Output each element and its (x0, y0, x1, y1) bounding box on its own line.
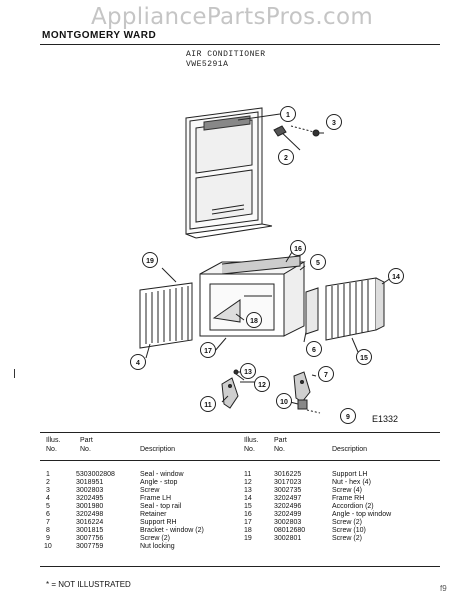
col-illus-left: Illus. (46, 437, 61, 444)
callout-label-16: 16 (294, 246, 302, 253)
callout-12 (254, 376, 270, 392)
callout-19 (142, 252, 158, 268)
callout-15 (356, 349, 372, 365)
table-header-rule (40, 460, 440, 461)
callout-3 (326, 114, 342, 130)
callout-7 (318, 366, 334, 382)
page-number: f9 (440, 584, 447, 593)
callout-label-8: 18 (250, 318, 258, 325)
col-illus-no-right: No. (244, 446, 255, 453)
screw-part (312, 129, 324, 137)
table-bottom-rule (40, 566, 440, 567)
brand-name: MONTGOMERY WARD (42, 30, 157, 41)
callout-1 (280, 106, 296, 122)
callout-label-5: 5 (316, 260, 320, 267)
callout-17 (200, 342, 216, 358)
header-rule (40, 44, 440, 45)
callout-10 (276, 393, 292, 409)
angle-stop-part (273, 125, 287, 137)
window-bracket (297, 399, 321, 414)
col-desc-left: Description (140, 446, 176, 453)
watermark: AppliancePartsPros.com (90, 4, 374, 30)
callout-label-17: 17 (204, 348, 212, 355)
exploded-parts-diagram: 1 2 3 4 5 6 7 18 9 10 11 12 13 14 15 16 … (130, 106, 404, 424)
callout-6 (306, 341, 322, 357)
right-frame-accordion (325, 277, 385, 341)
callout-11 (200, 396, 216, 412)
left-frame-accordion (139, 282, 193, 349)
callout-label-11: 11 (204, 402, 212, 409)
callout-9 (340, 408, 356, 424)
callout-5 (310, 254, 326, 270)
callout-label-7: 7 (324, 372, 328, 379)
window-frame (185, 107, 273, 239)
col-part-right: Part (274, 437, 287, 444)
callout-label-3: 3 (332, 120, 336, 127)
callout-13 (240, 363, 256, 379)
footnote: * = NOT ILLUSTRATED (46, 580, 131, 589)
callout-label-12: 12 (258, 382, 266, 389)
callout-14 (388, 268, 404, 284)
product-title: AIR CONDITIONER (186, 50, 266, 59)
diagram-code: E1332 (372, 414, 399, 424)
col-part-no-right: No. (274, 446, 285, 453)
parts-table-header: Illus. No. Part No. Description Illus. N… (0, 436, 464, 458)
callout-label-15: 15 (360, 355, 368, 362)
col-part-left: Part (80, 437, 93, 444)
model-number: VWE5291A (186, 60, 229, 69)
callout-4 (130, 354, 146, 370)
table-top-rule (40, 432, 440, 433)
callout-label-13: 13 (244, 369, 252, 376)
ac-cabinet (199, 255, 306, 337)
callout-label-14: 14 (392, 274, 400, 281)
callout-8 (246, 312, 262, 328)
callout-label-9: 9 (346, 414, 350, 421)
callout-label-4: 4 (136, 360, 140, 367)
col-desc-right: Description (332, 446, 368, 453)
callout-label-6: 6 (312, 347, 316, 354)
callout-label-2: 2 (284, 155, 288, 162)
support-rh (293, 371, 311, 403)
callout-16 (290, 240, 306, 256)
callout-label-19: 19 (146, 258, 154, 265)
margin-mark (14, 369, 15, 378)
col-part-no-left: No. (80, 446, 91, 453)
callout-label-1: 1 (286, 112, 290, 119)
col-illus-right: Illus. (244, 437, 259, 444)
support-lh (221, 377, 239, 409)
col-illus-no-left: No. (46, 446, 57, 453)
callout-2 (278, 149, 294, 165)
callout-label-10: 10 (280, 399, 288, 406)
callouts (130, 106, 404, 424)
